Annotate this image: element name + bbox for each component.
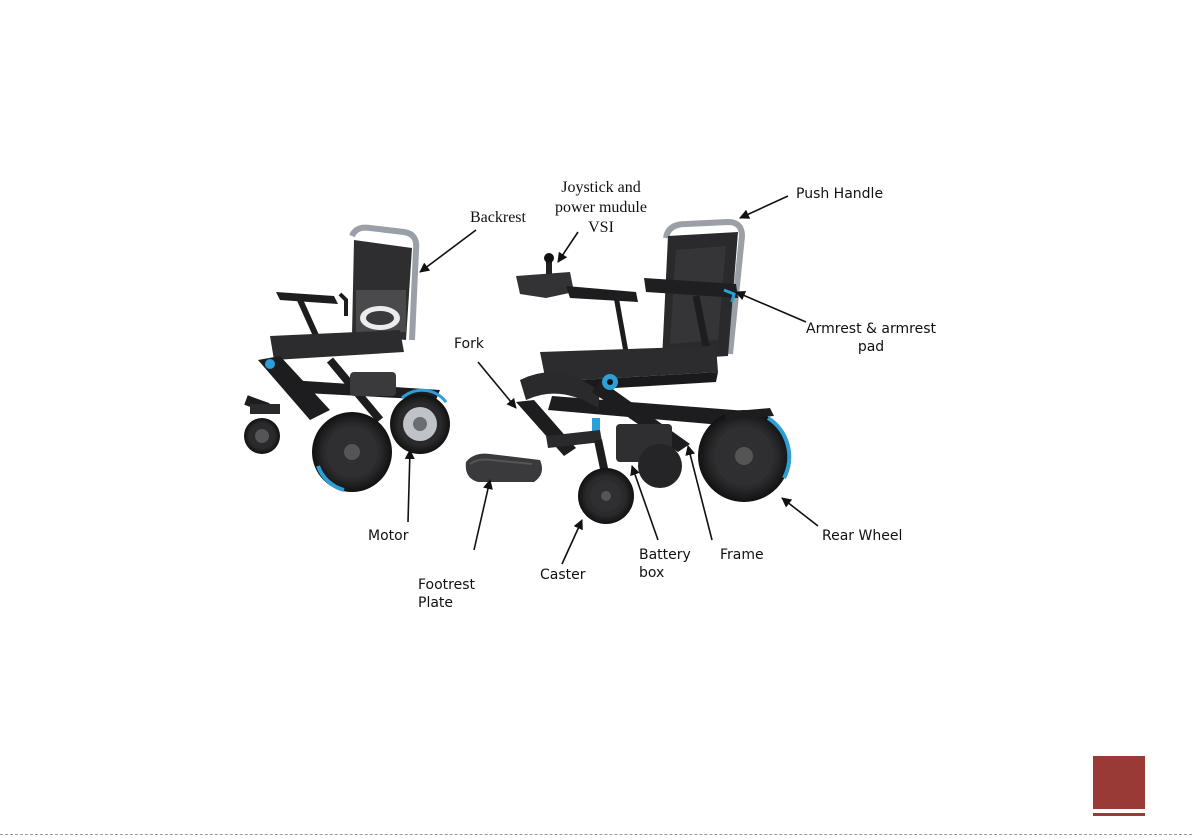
arrow-armrest xyxy=(736,292,806,322)
label-joystick-line2: power mudule xyxy=(546,198,656,218)
arrow-fork xyxy=(478,362,516,408)
label-battery-line1: Battery xyxy=(639,547,691,565)
arrow-caster xyxy=(562,520,582,564)
label-caster: Caster xyxy=(540,567,586,585)
arrow-footrest xyxy=(474,480,490,550)
label-battery-line2: box xyxy=(639,565,691,583)
label-footrest-line1: Footrest xyxy=(418,577,475,595)
label-footrest: Footrest Plate xyxy=(418,577,475,612)
left-armrest xyxy=(276,292,338,304)
label-armrest-line2: pad xyxy=(800,339,942,357)
label-frame: Frame xyxy=(720,547,764,565)
right-wheelchair xyxy=(466,222,790,524)
bottom-dashed-rule xyxy=(0,834,1192,835)
left-wheelchair xyxy=(244,228,450,492)
arrow-motor xyxy=(408,450,410,522)
page-mark-square xyxy=(1093,756,1145,809)
footrest-plate-shape xyxy=(466,454,542,482)
label-battery: Battery box xyxy=(639,547,691,582)
arrow-push-handle xyxy=(740,196,788,218)
page-mark-underline xyxy=(1093,813,1145,816)
arrow-backrest xyxy=(420,230,476,272)
label-joystick-line1: Joystick and xyxy=(546,178,656,198)
label-fork: Fork xyxy=(454,336,484,354)
label-armrest: Armrest & armrest pad xyxy=(800,321,942,356)
label-rear-wheel: Rear Wheel xyxy=(822,528,902,546)
label-footrest-line2: Plate xyxy=(418,595,475,613)
label-joystick-line3: VSI xyxy=(546,218,656,238)
label-backrest: Backrest xyxy=(470,208,526,228)
label-push-handle: Push Handle xyxy=(796,186,883,204)
left-motor-wheel xyxy=(390,390,450,454)
left-seat xyxy=(270,330,404,360)
label-motor: Motor xyxy=(368,528,408,546)
left-rear-wheel xyxy=(312,412,392,492)
label-joystick: Joystick and power mudule VSI xyxy=(546,178,656,238)
joystick-knob xyxy=(544,253,554,263)
label-armrest-line1: Armrest & armrest xyxy=(800,321,942,339)
arrow-rear-wheel xyxy=(782,498,818,526)
joystick-module xyxy=(516,272,574,298)
